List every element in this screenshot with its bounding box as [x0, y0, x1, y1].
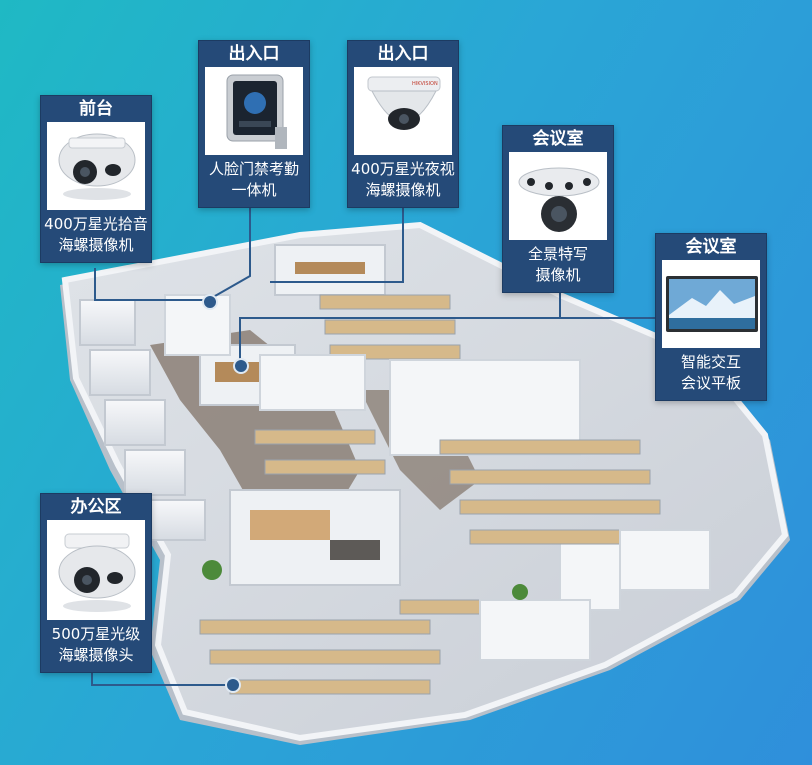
face-terminal-icon: [226, 74, 287, 149]
device-card-entrance-cam[interactable]: 出入口 HIKVISION 400万星光夜视 海螺摄像机: [347, 40, 459, 208]
desc-line: 摄像机: [535, 266, 581, 284]
device-dot-meeting[interactable]: [233, 358, 249, 374]
device-description: 全景特写 摄像机: [503, 240, 613, 292]
device-description: 500万星光级 海螺摄像头: [41, 620, 151, 672]
device-image: [205, 67, 303, 155]
device-description: 400万星光拾音 海螺摄像机: [41, 210, 151, 262]
device-card-meeting-pano[interactable]: 会议室 全景特写 摄像机: [502, 125, 614, 293]
partition-blocks: [164, 294, 621, 611]
device-image: [509, 152, 607, 240]
right-workstations: [439, 439, 661, 545]
desc-line: 一体机: [231, 181, 277, 199]
desc-line: 400万星光夜视: [351, 160, 455, 178]
line-entrance-cam: [270, 208, 404, 283]
area-label: 出入口: [377, 44, 429, 64]
panoramic-camera-icon: [518, 167, 600, 232]
desc-line: 海螺摄像机: [58, 236, 134, 254]
device-description: 智能交互 会议平板: [656, 348, 766, 400]
area-label: 出入口: [228, 44, 280, 64]
desc-line: 智能交互: [680, 353, 741, 371]
device-image: [47, 520, 145, 620]
desc-line: 会议平板: [680, 374, 741, 392]
device-card-entrance-face[interactable]: 出入口 人脸门禁考勤 一体机: [198, 40, 310, 208]
area-label: 办公区: [70, 497, 122, 517]
device-description: 400万星光夜视 海螺摄像机: [348, 155, 458, 207]
device-card-meeting-panel[interactable]: 会议室 智能交互 会议平板: [655, 233, 767, 401]
area-label: 会议室: [532, 129, 584, 149]
desc-line: 500万星光级: [51, 625, 141, 643]
desc-line: 人脸门禁考勤: [208, 160, 299, 178]
turret-camera-icon: [58, 133, 136, 200]
left-office-rooms: [79, 299, 206, 541]
line-entrance-face: [207, 208, 251, 301]
turret-camera-icon: HIKVISION: [367, 76, 441, 130]
smart-panel-icon: [666, 276, 758, 332]
desc-line: 海螺摄像机: [365, 181, 441, 199]
device-description: 人脸门禁考勤 一体机: [199, 155, 309, 207]
line-meeting: [239, 290, 561, 366]
mid-workstations: [254, 429, 386, 475]
desc-line: 海螺摄像头: [58, 646, 134, 664]
device-dot-front[interactable]: [202, 294, 218, 310]
device-card-front-desk[interactable]: 前台 400万星光拾音 海螺摄像机: [40, 95, 152, 263]
area-label: 前台: [79, 99, 113, 119]
desc-line: 400万星光拾音: [44, 215, 148, 233]
plants: [202, 560, 528, 600]
top-workstations: [319, 294, 461, 360]
desc-line: 全景特写: [527, 245, 588, 263]
area-label: 会议室: [685, 237, 737, 257]
device-image: [662, 260, 760, 348]
device-card-office[interactable]: 办公区 500万星光级 海螺摄像头: [40, 493, 152, 673]
turret-camera-icon: [58, 533, 136, 612]
device-dot-office[interactable]: [225, 677, 241, 693]
brand-mark: HIKVISION: [412, 81, 438, 87]
device-image: HIKVISION: [354, 67, 452, 155]
line-front-desk: [94, 268, 208, 301]
device-image: [47, 122, 145, 210]
